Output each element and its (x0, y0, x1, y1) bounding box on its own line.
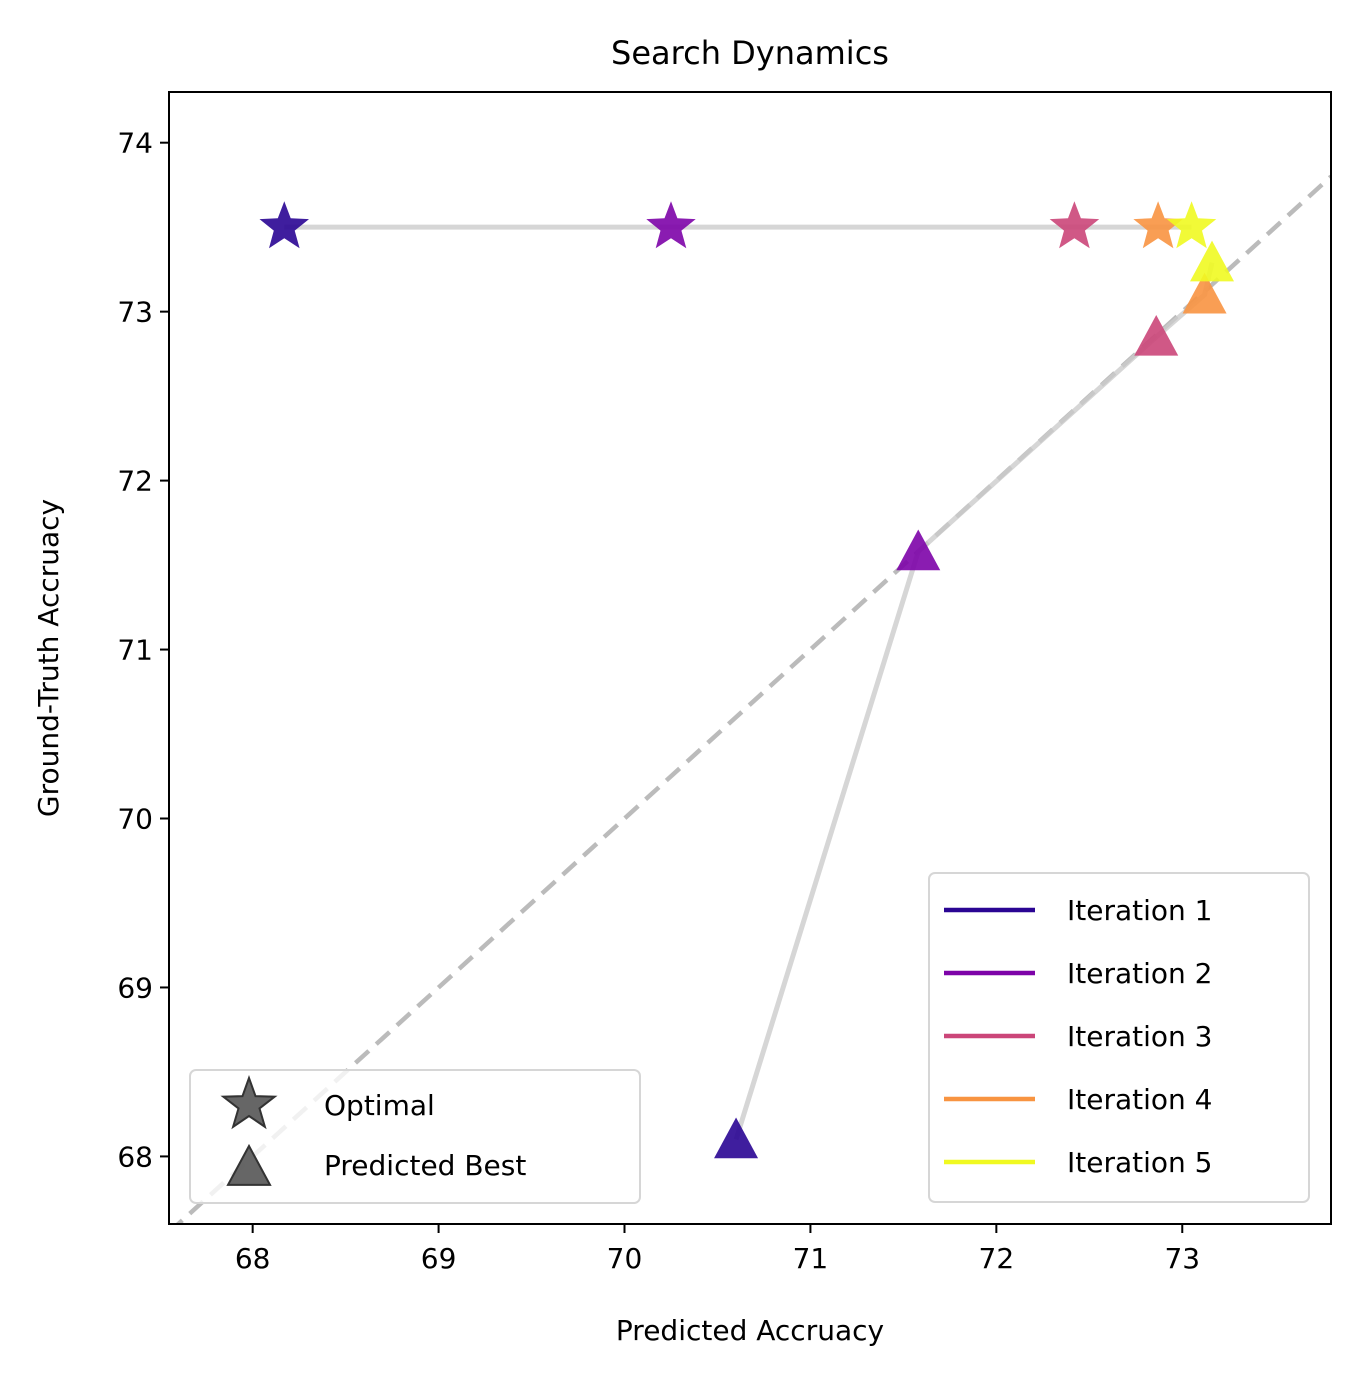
predicted-best-marker-1 (714, 1117, 759, 1159)
x-tick-label: 73 (1164, 1242, 1200, 1275)
predicted-best-marker-2 (896, 529, 941, 571)
series-legend-label: Iteration 2 (1067, 957, 1212, 990)
optimal-marker-3 (1049, 201, 1100, 249)
reference-line (174, 174, 1331, 1224)
x-axis: 68 69 70 71 72 73 (235, 1224, 1200, 1275)
predicted-best-legend-icon (226, 1143, 272, 1186)
optimal-marker-4 (1133, 201, 1183, 249)
marker-legend-label: Predicted Best (324, 1149, 526, 1182)
x-axis-label: Predicted Accruacy (616, 1314, 884, 1347)
optimal-legend-icon (220, 1075, 278, 1130)
chart-title: Search Dynamics (611, 34, 889, 72)
optimal-marker-1 (259, 201, 309, 249)
x-tick-label: 70 (607, 1242, 643, 1275)
marker-legend-box (189, 1069, 641, 1204)
x-tick-label: 72 (979, 1242, 1015, 1275)
optimal-marker-2 (646, 201, 696, 249)
series-legend-label: Iteration 4 (1067, 1083, 1212, 1116)
y-axis-label: Ground-Truth Accruacy (32, 499, 65, 817)
plot-frame (168, 91, 1332, 1225)
y-tick-label: 70 (117, 803, 153, 836)
optimal-marker-5 (1166, 201, 1217, 249)
plot-area (174, 174, 1331, 1224)
x-tick-label: 69 (421, 1242, 457, 1275)
series-legend-label: Iteration 5 (1067, 1146, 1212, 1179)
y-axis: 68 69 70 71 72 73 74 (117, 127, 169, 1173)
y-tick-label: 74 (117, 127, 153, 160)
y-tick-label: 71 (117, 634, 153, 667)
series-legend-label: Iteration 3 (1067, 1020, 1212, 1053)
predicted-best-marker-5 (1190, 240, 1235, 282)
predicted-best-marker-4 (1182, 272, 1227, 314)
series-legend-label: Iteration 1 (1067, 894, 1212, 927)
series-legend-box (928, 872, 1310, 1203)
x-tick-label: 68 (235, 1242, 271, 1275)
predicted-best-marker-3 (1134, 314, 1179, 356)
y-tick-label: 69 (117, 971, 153, 1004)
y-tick-label: 73 (117, 296, 153, 329)
marker-legend-label: Optimal (324, 1089, 435, 1122)
series-legend: Iteration 1 Iteration 2 Iteration 3 Iterati… (928, 872, 1310, 1203)
y-tick-label: 72 (117, 465, 153, 498)
y-tick-label: 68 (117, 1140, 153, 1173)
x-tick-label: 71 (793, 1242, 829, 1275)
